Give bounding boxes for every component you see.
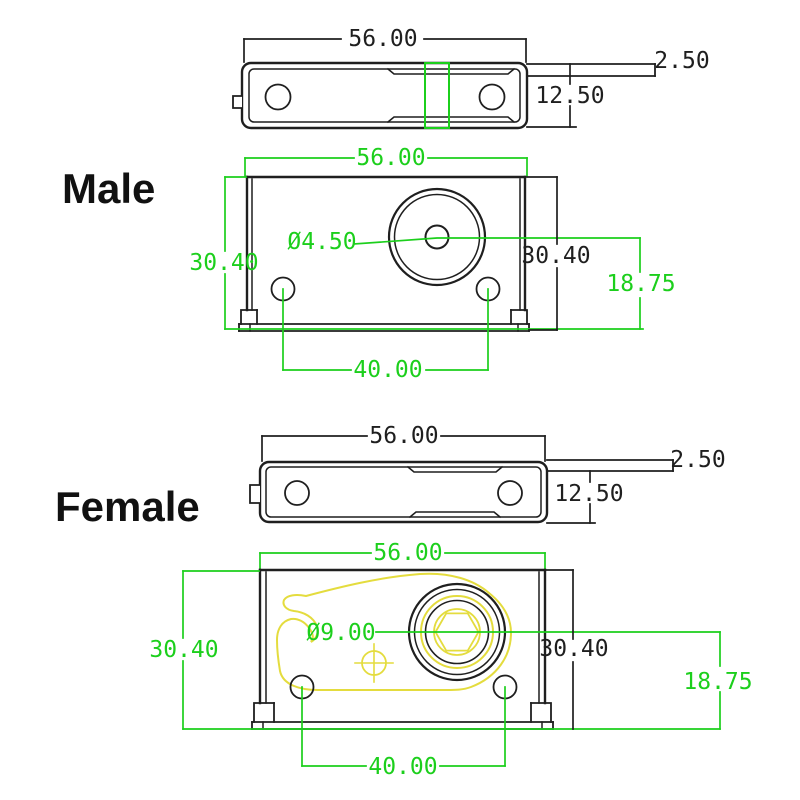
inner-outline xyxy=(248,68,521,123)
male-front-width-dim: 56.00 xyxy=(356,145,425,171)
corner-notch xyxy=(510,309,528,325)
part-outline xyxy=(240,61,529,130)
male-center-height-dim: 18.75 xyxy=(606,271,675,297)
corner-notch xyxy=(240,309,258,325)
male-top-depth-dim: 12.50 xyxy=(535,83,604,109)
part-outline xyxy=(258,460,549,524)
female-top-view: 56.00 2.50 12.50 xyxy=(249,423,726,524)
female-center-height-dim: 18.75 xyxy=(683,669,752,695)
male-hole-diameter-dim: Ø4.50 xyxy=(287,229,356,255)
female-label: Female xyxy=(55,483,200,530)
screw-hole xyxy=(264,83,292,111)
screw-hole xyxy=(284,480,310,506)
side-tongue xyxy=(249,484,261,504)
male-hole-spacing-dim: 40.00 xyxy=(353,357,422,383)
male-label: Male xyxy=(62,165,155,212)
corner-notch xyxy=(530,702,552,723)
latch-pawl-outline xyxy=(275,572,513,691)
male-height-right-dim: 30.40 xyxy=(521,243,590,269)
female-front-width-dim: 56.00 xyxy=(373,540,442,566)
bottom-slot xyxy=(408,511,502,519)
boss-outer-ring xyxy=(387,187,487,287)
male-top-view: 56.00 2.50 12.50 xyxy=(232,26,710,130)
female-height-left-dim: 30.40 xyxy=(149,637,218,663)
male-front-view: 56.00 Ø4.50 18.75 xyxy=(189,145,675,383)
female-top-depth-dim: 12.50 xyxy=(554,481,623,507)
male-height-left-dim: 30.40 xyxy=(189,250,258,276)
female-height-right-dim: 30.40 xyxy=(539,636,608,662)
bottom-slot xyxy=(386,116,516,124)
inner-outline xyxy=(265,466,542,518)
male-top-width-dim: 56.00 xyxy=(348,26,417,52)
top-slot xyxy=(406,465,504,473)
screw-hole xyxy=(497,480,523,506)
center-hole xyxy=(424,224,450,250)
female-front-view: 56.00 Ø9.00 xyxy=(149,540,752,780)
boss-inner-ring xyxy=(393,193,481,281)
male-tab-thickness-dim: 2.50 xyxy=(654,48,709,74)
female-tab-thickness-dim: 2.50 xyxy=(670,447,725,473)
corner-notch xyxy=(253,702,275,723)
screw-hole xyxy=(478,83,506,111)
engagement-band xyxy=(424,62,450,129)
side-tongue xyxy=(232,95,243,109)
female-hole-spacing-dim: 40.00 xyxy=(368,754,437,780)
top-slot xyxy=(386,67,516,75)
leader-line xyxy=(353,237,641,245)
female-top-width-dim: 56.00 xyxy=(369,423,438,449)
female-hole-diameter-dim: Ø9.00 xyxy=(306,620,375,646)
